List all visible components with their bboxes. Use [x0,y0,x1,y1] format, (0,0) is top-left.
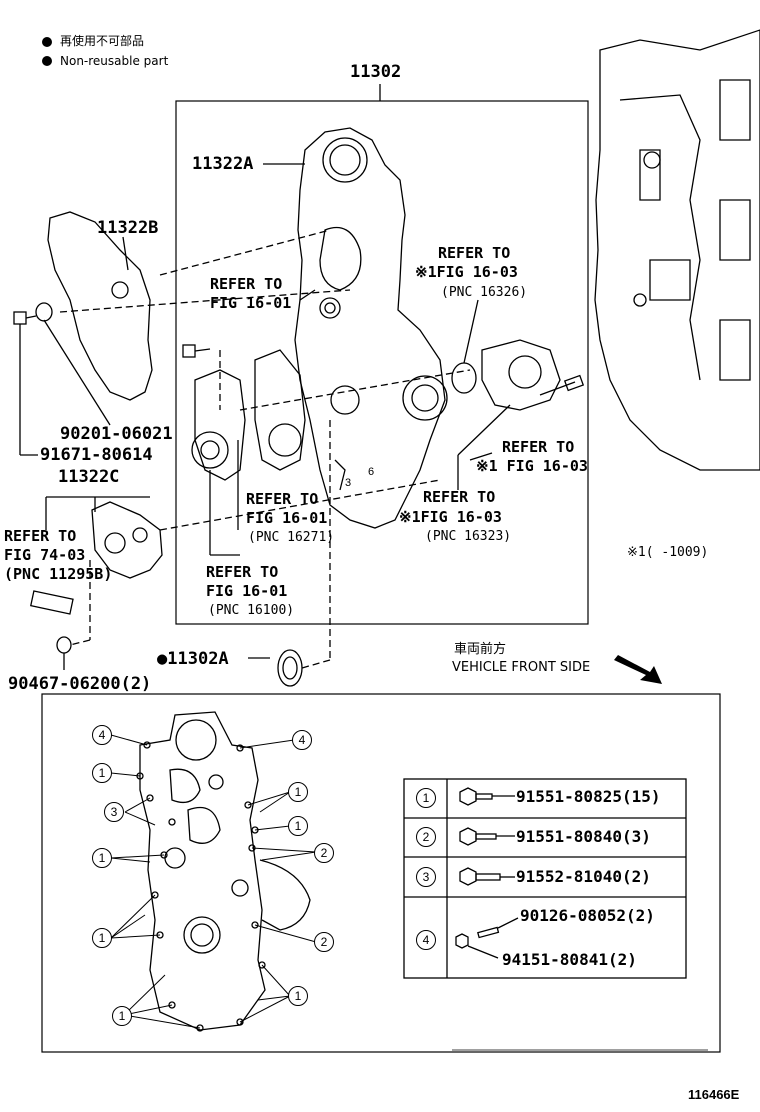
part-11322A[interactable]: 11322A [192,154,254,174]
legend-en: Non-reusable part [60,54,169,68]
ref-16323-line1: REFER TO [423,488,496,506]
svg-text:6: 6 [368,466,374,478]
table-row-2-part[interactable]: 91551-80840(3) [516,827,651,846]
date-note: ※1( -1009) [627,545,709,560]
table-row-3-part[interactable]: 91552-81040(2) [516,867,651,886]
ref-16-03-b-line2[interactable]: ※1 FIG 16-03 [476,457,588,475]
callout-2: 2 [314,932,334,952]
ref-16-03-b-line1: REFER TO [502,438,575,456]
callout-1: 1 [92,928,112,948]
figure-id: 116466E [688,1087,740,1102]
svg-text:3: 3 [345,477,351,489]
ref-16100-line2[interactable]: FIG 16-01 [206,582,288,600]
main-assembly-label[interactable]: 11302 [350,62,402,82]
front-arrow-icon [615,650,616,651]
ref-16100-line1: REFER TO [206,563,279,581]
ref-16271-line2[interactable]: FIG 16-01 [246,509,328,527]
part-90201[interactable]: 90201-06021 [60,424,173,444]
callout-2: 2 [314,843,334,863]
callout-3: 3 [104,802,124,822]
callout-1: 1 [92,848,112,868]
ref-16326-pnc: (PNC 16326) [441,285,528,300]
ref-74-03-line2[interactable]: FIG 74-03 [4,546,86,564]
callout-4: 4 [92,725,112,745]
ref-74-03-line1: REFER TO [4,527,77,545]
part-91671[interactable]: 91671-80614 [40,445,153,465]
part-11322C[interactable]: 11322C [58,467,120,487]
callout-1: 1 [112,1006,132,1026]
ref-16323-line2[interactable]: ※1FIG 16-03 [399,508,502,526]
callout-1: 1 [92,763,112,783]
callout-1: 1 [288,816,308,836]
ref-16100-pnc: (PNC 16100) [208,603,295,618]
vehicle-front-jp: 車両前方 [454,642,507,657]
ref-16-01-a-line1: REFER TO [210,275,283,293]
table-row-1-part[interactable]: 91551-80825(15) [516,787,661,806]
ref-16-01-a-line2[interactable]: FIG 16-01 [210,294,292,312]
part-90467[interactable]: 90467-06200(2) [8,674,152,694]
table-row-4-part-b[interactable]: 94151-80841(2) [502,950,637,969]
ref-16326-line1: REFER TO [438,244,511,262]
ref-16323-pnc: (PNC 16323) [425,529,512,544]
callout-4: 4 [292,730,312,750]
table-row-1-num: 1 [416,788,436,808]
ref-16271-pnc: (PNC 16271) [248,530,335,545]
ref-16326-line2[interactable]: ※1FIG 16-03 [415,263,518,281]
legend-jp: 再使用不可部品 [60,34,145,48]
vehicle-front-en: VEHICLE FRONT SIDE [452,660,591,675]
ref-16271-line1: REFER TO [246,490,319,508]
callout-1: 1 [288,782,308,802]
part-11302A[interactable]: ●11302A [157,649,229,669]
callout-1: 1 [288,986,308,1006]
table-row-2-num: 2 [416,827,436,847]
table-row-4-num: 4 [416,930,436,950]
table-row-3-num: 3 [416,867,436,887]
table-row-4-part-a[interactable]: 90126-08052(2) [520,906,655,925]
ref-74-03-pnc: (PNC 11295B) [4,565,113,583]
part-11322B[interactable]: 11322B [97,218,159,238]
